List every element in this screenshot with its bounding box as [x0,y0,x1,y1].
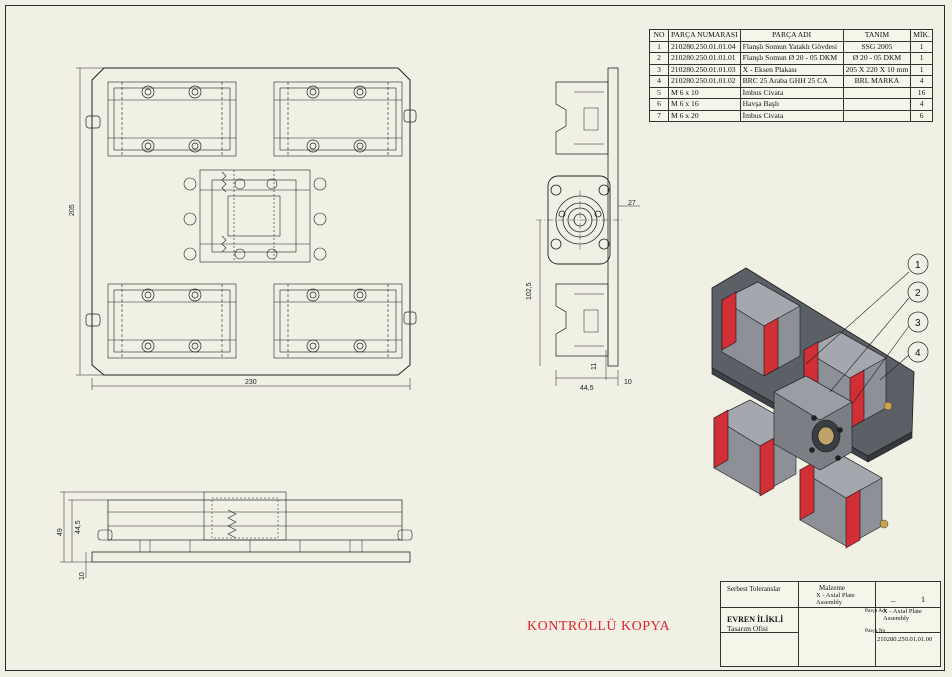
bom-header-part-number: PARÇA NUMARASI [668,29,741,42]
dim-side-27: 27 [628,200,636,207]
bom-cell: 6 [649,98,669,111]
bom-row: 7 M 6 x 20 İmbus Civata 6 [649,109,933,122]
bom-cell: 1 [649,40,669,53]
dim-side-44-5: 44,5 [580,385,594,392]
balloon-4: 4 [915,348,921,359]
dim-front-44-5: 44,5 [75,520,82,534]
bom-header-quantity: MİK. [910,29,933,42]
bom-header-row: NO PARÇA NUMARASI PARÇA ADI TANIM MİK. [649,29,933,42]
dim-top-width: 230 [245,379,257,386]
bom-row: 5 M 6 x 10 İmbus Civata 16 [649,86,933,99]
side-view [536,67,640,386]
bom-cell: 4 [649,75,669,88]
dim-side-10: 10 [624,379,632,386]
balloon-2: 2 [915,288,921,299]
top-view [76,67,417,390]
bom-cell: 1 [910,40,933,53]
bom-cell: 210280.250.01.01.01 [668,52,741,65]
bom-cell: Ø 20 - 05 DKM [842,52,912,65]
bom-cell: 4 [910,75,933,88]
bom-row: 3 210280.250.01.01.03 X - Eksen Plakası … [649,63,933,76]
bom-cell: 2 [649,52,669,65]
bom-cell: 210280.250.01.01.03 [668,63,741,76]
bom-cell: 1 [910,63,933,76]
bom-cell: Flanşlı Somun Ø 20 - 05 DKM [739,52,844,65]
bom-cell: Flanşlı Somun Yataklı Gövdesi [739,40,844,53]
bom-cell: Havşa Başlı [739,98,844,111]
part-number-label: Parça No [865,628,886,634]
front-view [60,491,413,578]
bom-cell: 205 X 220 X 10 mm [842,63,912,76]
bom-header-description: TANIM [842,29,912,42]
dim-front-49: 49 [57,528,64,536]
bom-cell: İmbus Civata [739,86,844,99]
material-label: Malzeme [819,584,846,592]
bom-cell [842,109,912,122]
bom-cell: BRL MARKA [842,75,912,88]
dim-top-height: 205 [69,204,76,216]
bom-cell: BRC 25 Araba GHH 25 CA [739,75,844,88]
bom-cell: 210280.250.01.01.02 [668,75,741,88]
bom-cell: 4 [910,98,933,111]
bom-cell: İmbus Civata [739,109,844,122]
bom-row: 6 M 6 x 16 Havşa Başlı 4 [649,98,933,111]
office-name: Tasarım Ofisi [727,624,768,633]
bom-cell: M 6 x 10 [668,86,741,99]
isometric-view [711,253,929,549]
part-number: 210280.250.01.01.00 [877,636,933,643]
bom-row: 4 210280.250.01.01.02 BRC 25 Araba GHH 2… [649,75,933,88]
dim-front-10: 10 [79,572,86,580]
part-name-right: X - Axial Plate Assembly [883,608,922,622]
title-dash: -- [891,597,896,605]
bom-cell: M 6 x 20 [668,109,741,122]
bom-cell: M 6 x 16 [668,98,741,111]
balloon-1: 1 [915,260,921,271]
bom-cell: 16 [910,86,933,99]
dim-side-102-5: 102,5 [526,282,533,300]
bom-cell: 1 [910,52,933,65]
sheet-border [5,5,945,671]
bill-of-materials: NO PARÇA NUMARASI PARÇA ADI TANIM MİK. 1… [649,29,933,122]
part-name: X - Axial Plate Assembly [816,592,855,606]
bom-cell: 5 [649,86,669,99]
bom-row: 2 210280.250.01.01.01 Flanşlı Somun Ø 20… [649,52,933,65]
bom-cell: 210280.250.01.01.04 [668,40,741,53]
bom-cell: X - Eksen Plakası [739,63,844,76]
bom-cell: 7 [649,109,669,122]
bom-cell: 6 [910,109,933,122]
company-name: EVREN İLİKLİ [727,615,784,624]
bom-cell: 3 [649,63,669,76]
bom-header-part-name: PARÇA ADI [739,29,844,42]
bom-cell [842,86,912,99]
part-name-label: Parça Adı [865,608,887,614]
controlled-copy-stamp: KONTRÖLLÜ KOPYA [527,619,671,634]
bom-cell [842,98,912,111]
sheet-number: 1 [921,595,925,604]
bom-row: 1 210280.250.01.01.04 Flanşlı Somun Yata… [649,40,933,53]
bom-cell: SSG 2005 [842,40,912,53]
title-block: Serbest Toleranslar Malzeme X - Axial Pl… [720,581,941,667]
dim-side-11: 11 [591,363,598,370]
balloon-3: 3 [915,318,921,329]
bom-header-no: NO [649,29,669,42]
tolerances-label: Serbest Toleranslar [727,585,781,593]
